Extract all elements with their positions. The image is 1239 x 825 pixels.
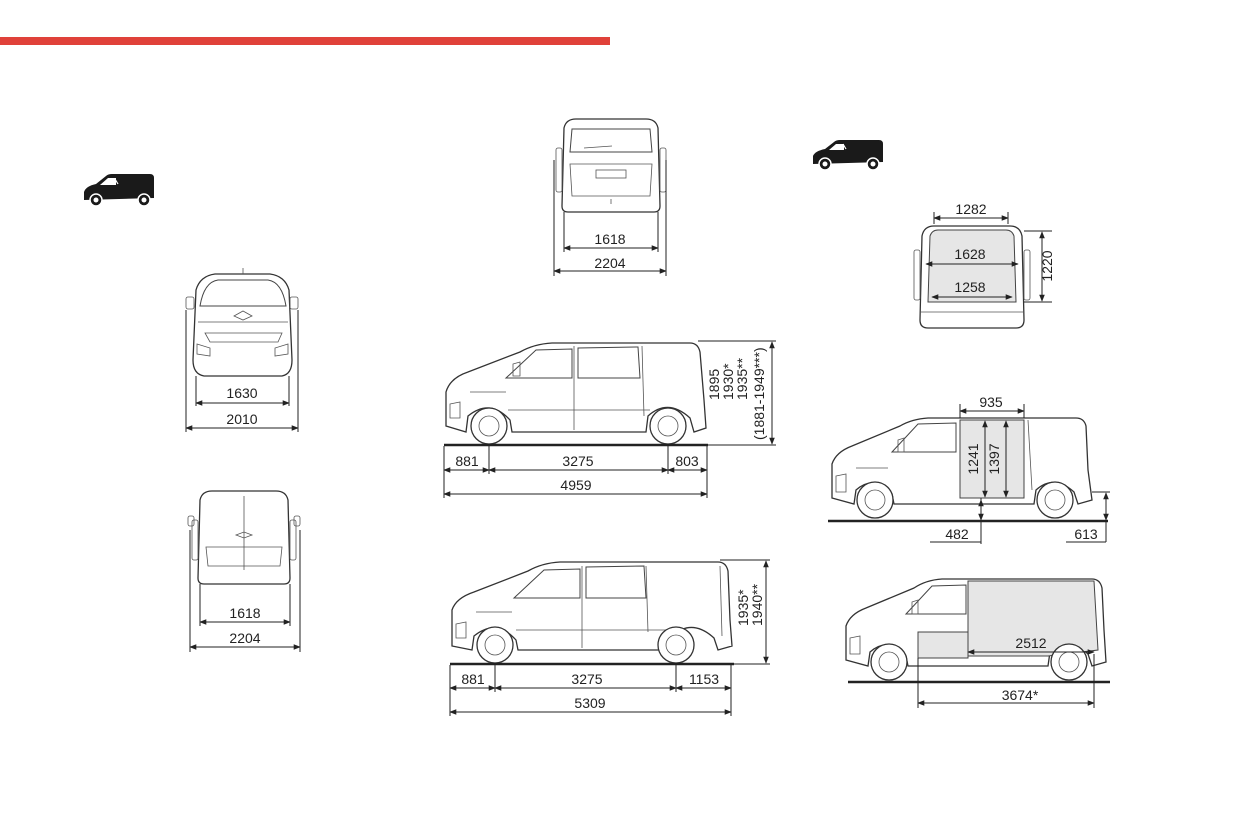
cargo-length-label: 2512: [1015, 635, 1046, 651]
combi-van-icon: [84, 174, 154, 207]
opening-top-width-label: 1282: [955, 201, 986, 217]
side-medium-drawing: [444, 342, 708, 447]
long-length-label: 5309: [574, 695, 605, 711]
rear-view-left: 1618 2204: [187, 490, 301, 652]
rear-opening-view: 1282 1628 1258 1220: [913, 201, 1055, 329]
rear-view-top: 1618 2204: [553, 118, 667, 276]
rear-left-track-label: 1618: [229, 605, 260, 621]
side-view-long: 881 3275 1153 5309 1935* 1940**: [449, 559, 770, 716]
opening-max-width-label: 1628: [954, 246, 985, 262]
door-height-a-label: 1241: [965, 443, 981, 474]
door-height-b-label: 1397: [986, 443, 1002, 474]
side-view-cargo: 2512 3674*: [845, 578, 1110, 708]
long-rear-overhang-label: 1153: [689, 671, 719, 687]
medium-length-label: 4959: [560, 477, 591, 493]
rear-van-drawing-left: [187, 490, 301, 585]
panel-van-icon: [813, 140, 883, 171]
side-long-drawing: [450, 561, 734, 666]
front-width-label: 2010: [226, 411, 257, 427]
side-door-drawing: [828, 417, 1108, 523]
medium-height-label-1: 1895: [706, 369, 722, 400]
opening-bottom-width-label: 1258: [954, 279, 985, 295]
front-van-drawing: [185, 268, 299, 377]
rear-top-width-label: 2204: [594, 255, 625, 271]
front-view: 1630 2010: [185, 268, 299, 432]
door-width-label: 935: [979, 394, 1003, 410]
rear-opening-drawing: [913, 225, 1031, 329]
side-view-door: 935 1241 1397 482 613: [828, 394, 1110, 544]
rear-van-drawing-top: [555, 118, 667, 213]
long-front-overhang-label: 881: [461, 671, 485, 687]
medium-front-overhang-label: 881: [455, 453, 479, 469]
long-wheelbase-label: 3275: [571, 671, 602, 687]
load-sill-label: 613: [1074, 526, 1098, 542]
long-height-label-1: 1935*: [735, 589, 751, 626]
door-sill-offset-label: 482: [945, 526, 969, 542]
medium-rear-overhang-label: 803: [675, 453, 699, 469]
medium-height-label-3: 1935**: [734, 357, 750, 400]
side-view-medium: 881 3275 803 4959 1895 1930* 1935** (188…: [443, 340, 776, 498]
long-height-label-2: 1940**: [749, 583, 765, 626]
cargo-length-max-label: 3674*: [1002, 687, 1039, 703]
side-cargo-drawing: [845, 578, 1110, 684]
rear-top-track-label: 1618: [594, 231, 625, 247]
medium-wheelbase-label: 3275: [562, 453, 593, 469]
opening-height-label: 1220: [1039, 250, 1055, 281]
medium-height-label-4: (1881-1949***): [751, 347, 767, 440]
medium-height-label-2: 1930*: [720, 363, 736, 400]
rear-left-width-label: 2204: [229, 630, 260, 646]
accent-bar: [0, 37, 610, 45]
front-track-label: 1630: [226, 385, 257, 401]
